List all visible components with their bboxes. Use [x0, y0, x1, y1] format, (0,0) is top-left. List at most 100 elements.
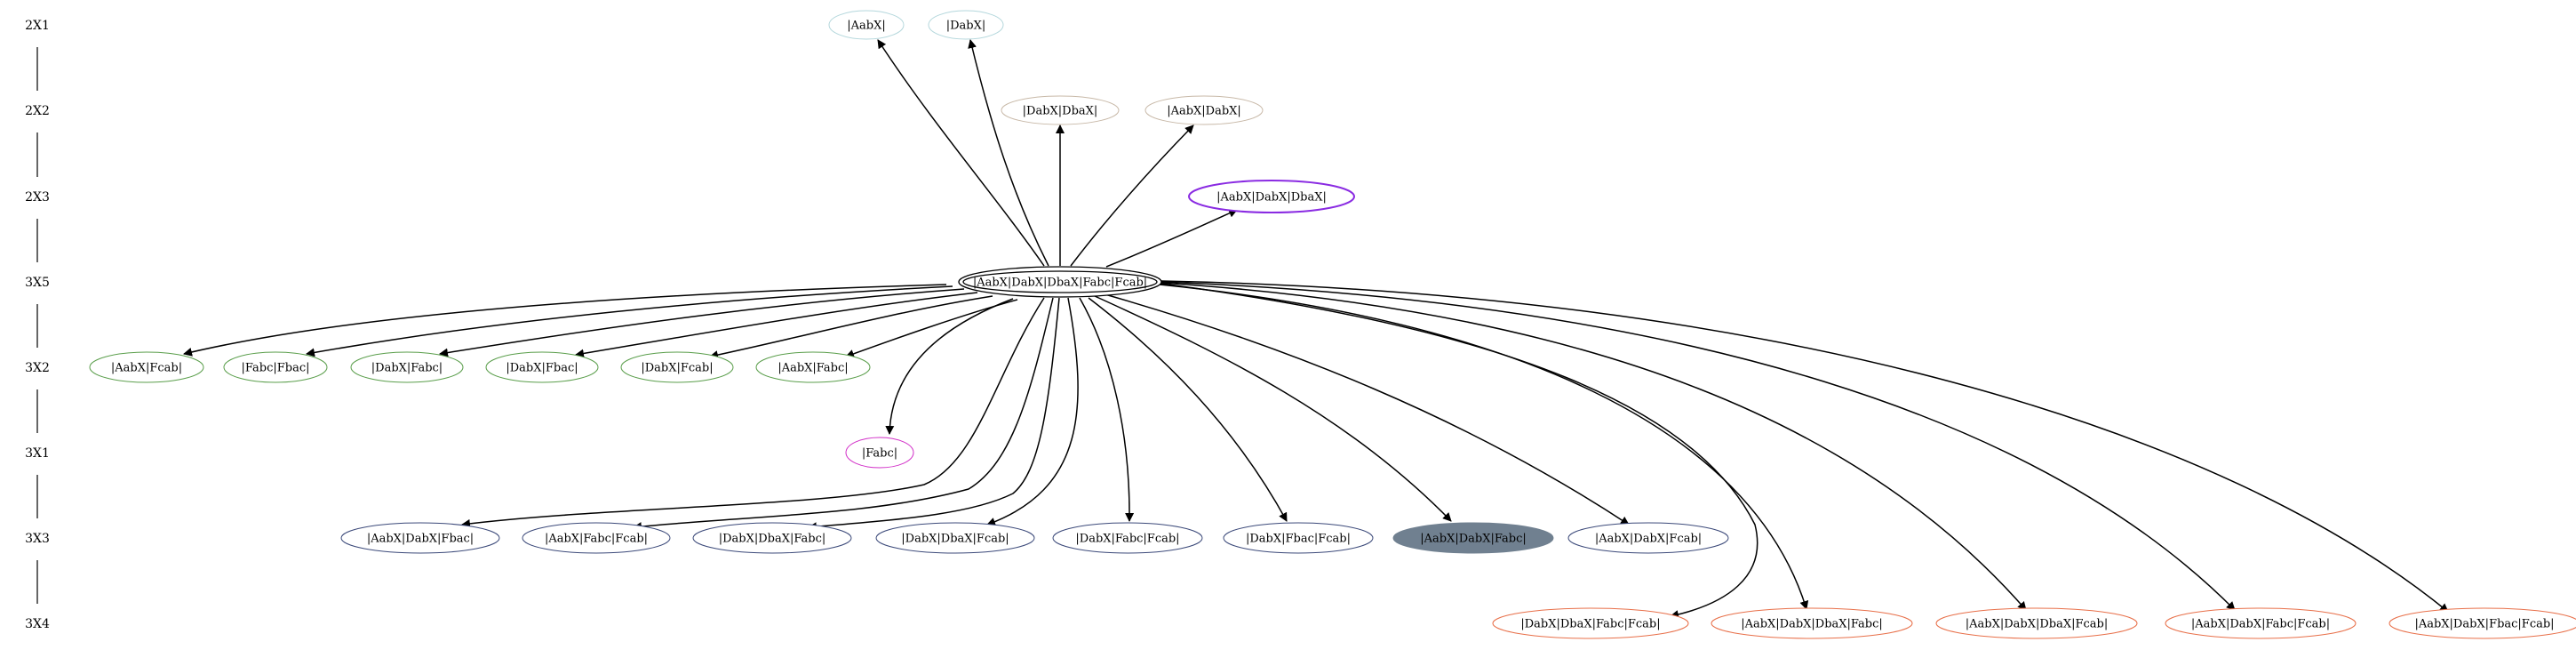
- node-ellipse: [223, 351, 328, 383]
- node-ellipse: [1567, 522, 1729, 554]
- concept-node: |DabX|DbaX|Fabc|: [692, 522, 852, 554]
- node-ellipse: [89, 351, 204, 383]
- node-label: |AabX|DabX|: [1167, 105, 1241, 118]
- concept-node: |DabX|DbaX|: [1001, 95, 1120, 125]
- node-label: |AabX|Fabc|Fcab|: [545, 533, 648, 546]
- concept-node: |AabX|DabX|Fabc|: [1392, 522, 1554, 554]
- concept-node: |DabX|DbaX|Fabc|Fcab|: [1492, 607, 1689, 639]
- node-label: |AabX|: [847, 20, 885, 33]
- edge-root-to-n20: [1101, 293, 1630, 526]
- edge-root-to-n14: [633, 297, 1054, 532]
- concept-node: |AabX|DabX|DbaX|: [1188, 180, 1355, 213]
- node-label: |DabX|: [946, 20, 986, 33]
- rank-label-3x2: 3X2: [25, 361, 50, 375]
- node-ellipse: [692, 522, 852, 554]
- edge-root-to-n18: [1088, 297, 1288, 522]
- node-ellipse: [1935, 607, 2138, 639]
- node-ellipse: [1052, 522, 1203, 554]
- node-ellipse: [1392, 522, 1554, 554]
- node-label: |DabX|DbaX|: [1023, 105, 1098, 118]
- node-label: |AabX|DabX|Fabc|Fcab|: [2191, 618, 2330, 631]
- nodes: |AabX|DabX|DbaX|Fabc|Fcab| |AabX| |DabX| |D…: [89, 10, 2576, 639]
- node-ellipse: [828, 10, 905, 40]
- rank-label-3x3: 3X3: [25, 532, 50, 546]
- rank-label-3x1: 3X1: [25, 446, 50, 461]
- node-ellipse: [928, 10, 1004, 40]
- node-ellipse: [1492, 607, 1689, 639]
- edge-root-to-n13: [461, 297, 1045, 528]
- edge-root-to-n8: [439, 288, 965, 357]
- edges: [183, 39, 2449, 619]
- concept-node: |AabX|DabX|DbaX|Fabc|: [1711, 607, 1913, 639]
- node-label: |AabX|DabX|Fabc|: [1420, 533, 1526, 546]
- node-ellipse: [755, 351, 871, 383]
- edge-root-to-n12: [885, 298, 1014, 435]
- node-ellipse-inner: [962, 270, 1158, 293]
- concept-node: |DabX|Fabc|: [350, 351, 464, 383]
- node-ellipse: [1223, 522, 1374, 554]
- node-label: |AabX|DabX|DbaX|: [1216, 191, 1327, 205]
- concept-node: |AabX|Fcab|: [89, 351, 204, 383]
- edge-root-to-n19: [1094, 295, 1452, 522]
- rank-label-2x1: 2X1: [25, 19, 50, 33]
- node-ellipse: [522, 522, 671, 554]
- root-node: |AabX|DabX|DbaX|Fabc|Fcab|: [958, 266, 1162, 298]
- node-label: |AabX|Fcab|: [111, 362, 182, 375]
- node-label: |DabX|Fbac|: [506, 362, 578, 375]
- concept-node: |Fabc|Fbac|: [223, 351, 328, 383]
- node-label: |DabX|Fbac|Fcab|: [1246, 533, 1351, 546]
- node-ellipse: [2165, 607, 2357, 639]
- node-label: |AabX|DabX|Fbac|Fcab|: [2414, 618, 2554, 631]
- edge-root-to-n22: [1159, 284, 1809, 610]
- edge-root-to-n21: [1154, 282, 1759, 619]
- edge-root-to-n23: [1160, 282, 2027, 611]
- node-label: |AabX|DabX|DbaX|Fcab|: [1966, 618, 2109, 631]
- concept-node: |DabX|Fbac|: [485, 351, 599, 383]
- edge-root-to-n9: [575, 292, 978, 358]
- concept-node: |DabX|Fabc|Fcab|: [1052, 522, 1203, 554]
- edge-root-to-n15: [808, 297, 1060, 532]
- concept-node: |DabX|: [928, 10, 1004, 40]
- concept-node: |AabX|DabX|Fabc|Fcab|: [2165, 607, 2357, 639]
- concept-node: |Fabc|: [845, 437, 914, 469]
- node-label: |AabX|DabX|DbaX|Fabc|: [1741, 618, 1883, 631]
- concept-node: |AabX|DabX|Fcab|: [1567, 522, 1729, 554]
- rank-label-2x3: 2X3: [25, 190, 50, 205]
- node-ellipse: [485, 351, 599, 383]
- node-ellipse: [1711, 607, 1913, 639]
- rank-label-3x5: 3X5: [25, 276, 50, 290]
- node-ellipse: [1001, 95, 1120, 125]
- edge-root-to-n2: [968, 39, 1049, 267]
- node-label: |AabX|DabX|Fbac|: [367, 533, 474, 546]
- edge-root-to-n1: [877, 39, 1045, 267]
- node-label: |DabX|Fcab|: [641, 362, 713, 375]
- edge-root-to-n5: [1105, 209, 1238, 268]
- node-ellipse: [620, 351, 734, 383]
- node-label: |DabX|DbaX|Fabc|Fcab|: [1520, 618, 1660, 631]
- edge-root-to-n24: [1160, 281, 2236, 611]
- node-ellipse: [340, 522, 500, 554]
- concept-node: |AabX|: [828, 10, 905, 40]
- node-label: |DabX|DbaX|Fcab|: [901, 533, 1009, 546]
- node-label: |AabX|Fabc|: [778, 362, 848, 375]
- concept-node: |AabX|DabX|Fbac|Fcab|: [2389, 607, 2576, 639]
- concept-node: |AabX|DabX|: [1144, 95, 1264, 125]
- node-label: |Fabc|Fbac|: [241, 362, 309, 375]
- node-ellipse: [1188, 180, 1355, 213]
- node-ellipse: [1144, 95, 1264, 125]
- concept-node: |AabX|DabX|Fbac|: [340, 522, 500, 554]
- edge-root-to-n10: [709, 295, 993, 359]
- node-label: |Fabc|: [862, 447, 897, 461]
- concept-node: |DabX|Fcab|: [620, 351, 734, 383]
- edge-root-to-n7: [306, 285, 953, 357]
- node-label: |DabX|DbaX|Fabc|: [719, 533, 826, 546]
- edge-root-to-n25: [1160, 280, 2449, 613]
- concept-node: |AabX|Fabc|Fcab|: [522, 522, 671, 554]
- node-label: |AabX|DabX|Fcab|: [1595, 533, 1702, 546]
- node-label: |DabX|Fabc|Fcab|: [1075, 533, 1179, 546]
- node-ellipse: [875, 522, 1035, 554]
- edge-root-to-n6: [183, 284, 947, 357]
- edge-root-to-n4: [1070, 124, 1194, 267]
- node-ellipse-outer: [958, 266, 1162, 298]
